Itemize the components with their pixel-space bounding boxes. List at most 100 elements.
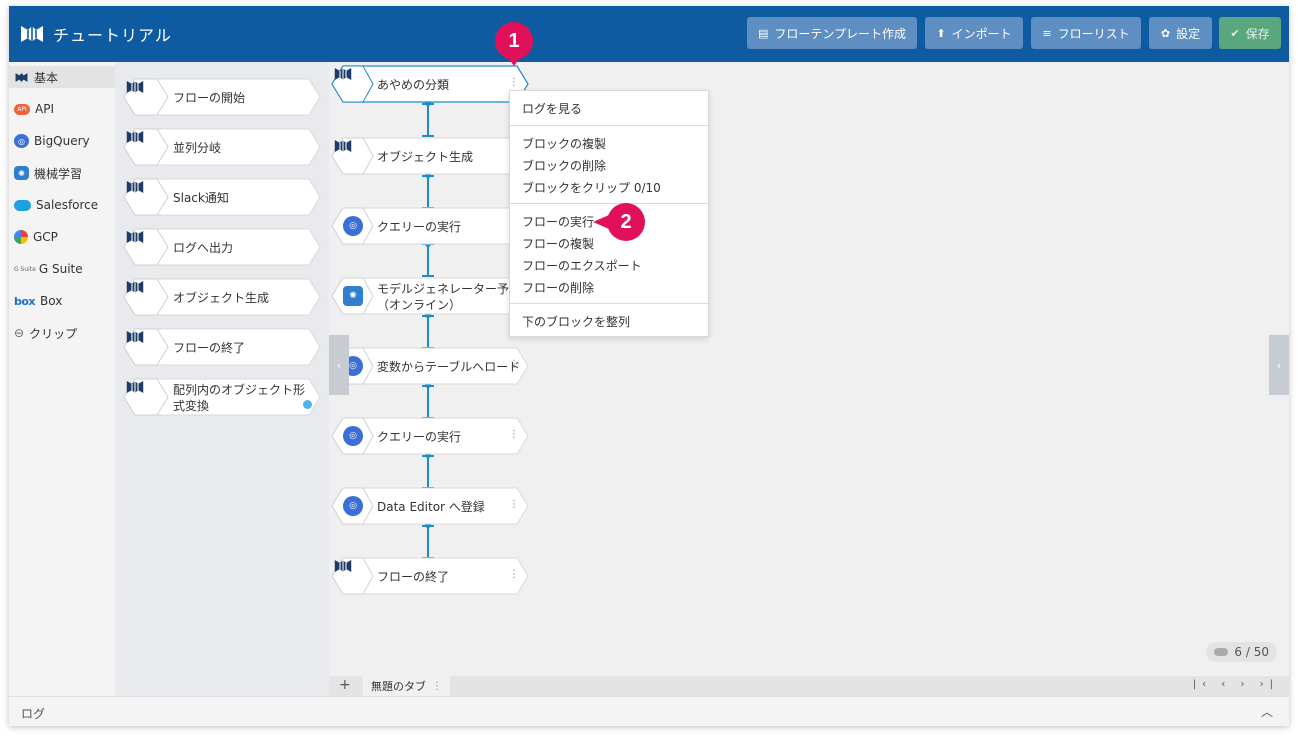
save-button[interactable]: ✔ 保存 <box>1219 17 1281 49</box>
cloud-api-icon: API <box>14 103 30 115</box>
chevron-up-icon[interactable]: ︿ <box>1260 705 1273 719</box>
category-basic[interactable]: 基本 <box>9 66 115 88</box>
flow-block-label: クエリーの実行 <box>377 430 462 444</box>
block-shape <box>331 207 529 245</box>
menu-item-view-log[interactable]: ログを見る <box>522 102 583 116</box>
category-label: GCP <box>33 230 58 244</box>
brain-icon: ✺ <box>343 286 363 306</box>
collapse-left-panel-button[interactable]: ‹ <box>329 335 349 395</box>
menu-item-duplicate-flow[interactable]: フローの複製 <box>522 237 595 251</box>
menu-item-export-flow[interactable]: フローのエクスポート <box>522 259 642 273</box>
palette-block[interactable]: フローの開始 <box>123 78 321 116</box>
category-salesforce[interactable]: Salesforce <box>14 194 98 216</box>
tab-pager[interactable]: |‹ ‹ › ›| <box>1192 679 1279 690</box>
palette-block[interactable]: 並列分岐 <box>123 128 321 166</box>
flow-block[interactable]: オブジェクト生成 <box>331 137 529 175</box>
category-machine-learning[interactable]: ✺ 機械学習 <box>14 162 82 184</box>
category-box[interactable]: box Box <box>14 290 62 312</box>
flow-list-button[interactable]: ≡ フローリスト <box>1031 17 1141 49</box>
palette-block[interactable]: Slack通知 <box>123 178 321 216</box>
flow-canvas[interactable]: あやめの分類 ⋮ オブジェクト生成 ◎ クエリーの実行 ✺ モデルジェネレーター… <box>329 62 1289 676</box>
category-gsuite[interactable]: G Suite G Suite <box>14 258 83 280</box>
block-count-icon <box>1214 648 1229 656</box>
block-menu-icon[interactable]: ⋮ <box>509 359 519 370</box>
bigquery-icon: ◎ <box>14 134 29 148</box>
flow-block-label: Data Editor へ登録 <box>377 500 485 514</box>
connector <box>422 243 434 277</box>
add-tab-button[interactable]: + <box>339 677 351 693</box>
magellan-icon <box>126 131 144 143</box>
category-label: BigQuery <box>34 134 90 148</box>
block-menu-icon[interactable]: ⋮ <box>509 499 519 510</box>
block-menu-icon[interactable]: ⋮ <box>509 429 519 440</box>
import-button[interactable]: ⬆ インポート <box>925 17 1023 49</box>
annotation-pointer-1 <box>507 56 521 66</box>
settings-button[interactable]: ✿ 設定 <box>1149 17 1212 49</box>
magellan-logo-icon <box>21 26 43 42</box>
block-shape <box>123 328 321 366</box>
palette-block[interactable]: オブジェクト生成 <box>123 278 321 316</box>
document-icon: ▤ <box>757 26 769 40</box>
menu-item-delete-block[interactable]: ブロックの削除 <box>522 159 607 173</box>
connector-dot <box>425 382 431 388</box>
app-window: チュートリアル ▤ フローテンプレート作成 ⬆ インポート ≡ フローリスト ✿… <box>9 6 1289 726</box>
block-palette: フローの開始 並列分岐 Slack通知 ログへ出力 オブジェクト生成 フローの終… <box>115 62 329 696</box>
menu-item-delete-flow[interactable]: フローの削除 <box>522 281 595 295</box>
palette-block-label: フローの終了 <box>173 341 246 355</box>
palette-block[interactable]: ログへ出力 <box>123 228 321 266</box>
log-label: ログ <box>21 707 46 721</box>
tab-menu-icon[interactable]: ⋮ <box>432 680 442 692</box>
flow-block-label: フローの終了 <box>377 570 450 584</box>
magellan-icon <box>126 81 144 93</box>
menu-item-align-blocks[interactable]: 下のブロックを整列 <box>522 315 631 329</box>
upload-icon: ⬆ <box>936 26 946 40</box>
tab-untitled[interactable]: 無題のタブ ⋮ <box>363 676 450 696</box>
magellan-icon <box>334 68 352 80</box>
brain-icon: ✺ <box>14 166 29 180</box>
category-label: 機械学習 <box>34 166 83 181</box>
log-panel-bar[interactable]: ログ ︿ <box>9 696 1289 726</box>
flow-block-label: オブジェクト生成 <box>377 150 474 164</box>
block-menu-icon[interactable]: ⋮ <box>509 77 519 88</box>
menu-divider <box>510 303 708 304</box>
category-gcp[interactable]: GCP <box>14 226 58 248</box>
salesforce-icon <box>14 199 31 211</box>
block-count-value: 6 / 50 <box>1234 645 1269 659</box>
category-api[interactable]: API API <box>14 98 54 120</box>
flow-block[interactable]: フローの終了 ⋮ <box>331 557 529 595</box>
flow-block-selected[interactable]: あやめの分類 ⋮ <box>331 65 529 103</box>
menu-divider <box>510 125 708 126</box>
flow-list-label: フローリスト <box>1057 26 1130 41</box>
gcp-icon <box>14 230 28 244</box>
bigquery-icon: ◎ <box>343 426 363 446</box>
create-flow-template-button[interactable]: ▤ フローテンプレート作成 <box>747 17 917 49</box>
palette-block[interactable]: 配列内のオブジェクト形式変換 <box>123 378 321 416</box>
flow-block[interactable]: ◎ クエリーの実行 ⋮ <box>331 417 529 455</box>
flow-block[interactable]: ◎ 変数からテーブルへロード ⋮ <box>331 347 529 385</box>
palette-block[interactable]: フローの終了 <box>123 328 321 366</box>
magellan-icon <box>126 231 144 243</box>
gsuite-icon: G Suite <box>14 265 36 273</box>
category-label: クリップ <box>29 326 78 341</box>
category-sidebar: 基本 API API ◎ BigQuery ✺ 機械学習 Salesforce … <box>9 62 115 696</box>
category-bigquery[interactable]: ◎ BigQuery <box>14 130 90 152</box>
expand-right-panel-button[interactable]: ‹ <box>1269 335 1289 395</box>
menu-item-duplicate-block[interactable]: ブロックの複製 <box>522 137 607 151</box>
palette-block-label: フローの開始 <box>173 91 246 105</box>
menu-item-run-flow[interactable]: フローの実行 <box>522 215 595 229</box>
flow-block[interactable]: ◎ Data Editor へ登録 ⋮ <box>331 487 529 525</box>
block-menu-icon[interactable]: ⋮ <box>509 569 519 580</box>
category-label: G Suite <box>38 262 83 276</box>
connector <box>422 175 434 209</box>
check-circle-icon: ✔ <box>1230 26 1240 40</box>
app-header: チュートリアル ▤ フローテンプレート作成 ⬆ インポート ≡ フローリスト ✿… <box>9 6 1289 62</box>
menu-item-clip-block[interactable]: ブロックをクリップ 0/10 <box>522 181 661 195</box>
annotation-badge-1: 1 <box>495 22 533 60</box>
flow-block-label: あやめの分類 <box>377 78 450 92</box>
menu-divider <box>510 203 708 204</box>
block-shape <box>331 557 529 595</box>
flow-block[interactable]: ◎ クエリーの実行 <box>331 207 529 245</box>
block-shape <box>123 128 321 166</box>
flow-block[interactable]: ✺ モデルジェネレーター予測（オンライン） <box>331 277 529 315</box>
category-clip[interactable]: ⊖ クリップ <box>14 322 77 344</box>
